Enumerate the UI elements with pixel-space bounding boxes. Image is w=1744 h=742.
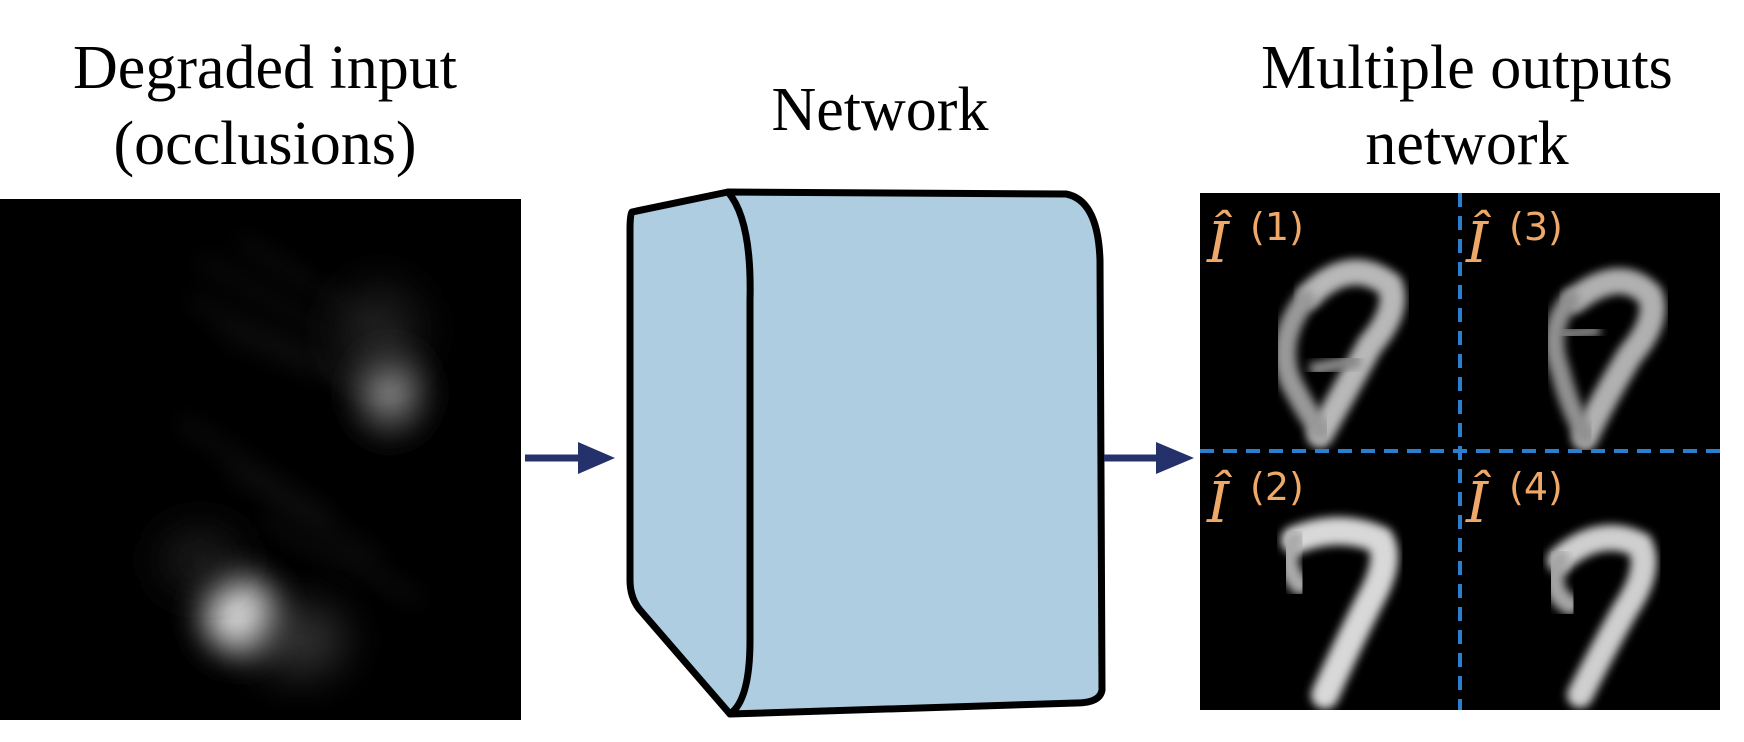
outputs-title: Multiple outputs network: [1190, 30, 1744, 182]
output-label-4-base: Î: [1465, 469, 1492, 536]
output-label-3: Î (3): [1465, 205, 1563, 276]
output-label-3-index: (3): [1509, 205, 1563, 249]
grid-dividers: [1200, 193, 1720, 710]
input-to-network-arrow: [525, 442, 615, 474]
outputs-title-line1: Multiple outputs: [1261, 34, 1673, 102]
network-title: Network: [771, 76, 989, 144]
network-to-output-arrow: [1104, 442, 1194, 474]
output-label-2-index: (2): [1250, 465, 1304, 509]
output-label-4-index: (4): [1509, 465, 1563, 509]
output-label-3-base: Î: [1465, 209, 1492, 276]
input-title-line2: (occlusions): [113, 110, 417, 178]
output-label-4: Î (4): [1465, 465, 1563, 536]
output-label-2: Î (2): [1206, 465, 1304, 536]
output-image-2: [1278, 517, 1399, 709]
output-label-1: Î (1): [1206, 205, 1304, 276]
output-image-1: [1274, 259, 1406, 448]
outputs-title-line2: network: [1365, 110, 1569, 178]
input-title: Degraded input (occlusions): [0, 30, 530, 182]
output-label-2-base: Î: [1206, 469, 1233, 536]
network-block: [626, 188, 1106, 718]
degraded-input-image: [0, 199, 521, 720]
output-label-1-base: Î: [1206, 209, 1233, 276]
input-title-line1: Degraded input: [73, 34, 457, 102]
output-image-4: [1544, 524, 1657, 708]
output-image-3: [1544, 268, 1666, 450]
output-label-1-index: (1): [1250, 205, 1304, 249]
